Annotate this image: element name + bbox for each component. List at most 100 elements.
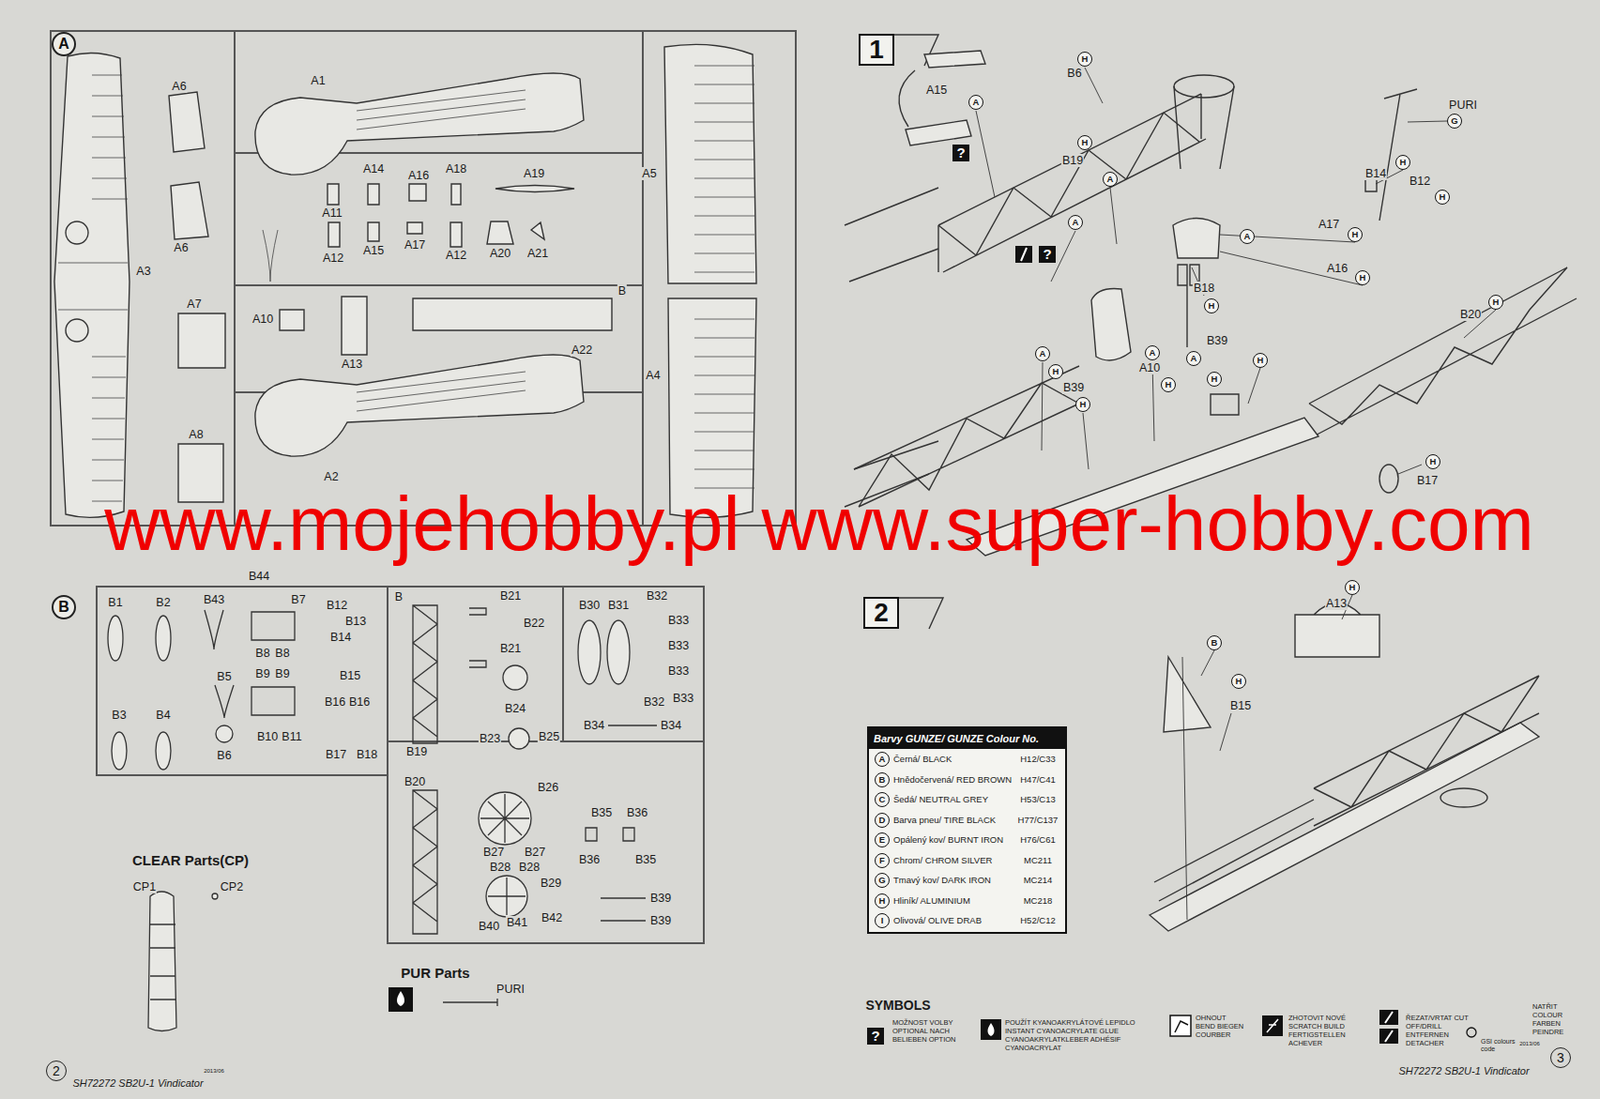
footer-text: SH72272 SB2U-1 Vindicator: [72, 1077, 203, 1089]
colour-table-cell: Černá/ BLACK: [893, 753, 952, 765]
part-number: B28: [518, 860, 541, 874]
sprue-a-parts: [54, 44, 757, 518]
part-number: B15: [338, 669, 362, 683]
fuselage-hatching: [356, 90, 526, 412]
paint-callout: G: [1447, 113, 1463, 129]
part-number: A2: [322, 470, 339, 484]
canopy-frames: [150, 924, 176, 1000]
paint-callout: I: [874, 913, 890, 929]
part-number: B2: [154, 595, 171, 610]
pur-part: [442, 998, 498, 1006]
part-number: B6: [215, 748, 232, 762]
part-number: B39: [1062, 380, 1085, 395]
tank-part: [111, 731, 127, 770]
date-code: 2013/06: [1519, 1040, 1540, 1047]
step-number-box: 1: [858, 33, 895, 66]
ring-part: [508, 728, 530, 749]
part-number: B14: [1364, 167, 1387, 181]
optional-icon: ?: [1038, 245, 1056, 263]
part-number: A10: [251, 312, 275, 326]
paint-callout: C: [874, 792, 890, 808]
part-number: B20: [403, 775, 427, 789]
part-number: B23: [478, 731, 502, 746]
part-number: B18: [1192, 281, 1216, 295]
symbol-description: NATŘIT COLOUR FARBEN PEINDRE: [1532, 1002, 1587, 1037]
canopy-part: [148, 891, 177, 1032]
part-number: A16: [407, 168, 430, 183]
paint-callout: H: [1488, 294, 1504, 310]
assembled-floor: [1149, 722, 1540, 931]
part-number: B8: [254, 646, 271, 660]
part-number: B18: [355, 747, 379, 762]
colour-table-cell: Hnědočervená/ RED BROWN: [893, 774, 1012, 786]
section-heading: PUR Parts: [400, 964, 470, 981]
panel-lines: [58, 65, 755, 502]
paint-callout: G: [874, 872, 890, 888]
part-number: B11: [280, 730, 303, 744]
part-number: B25: [537, 730, 561, 744]
ring-part: [215, 725, 233, 743]
footer-text: SH72272 SB2U-1 Vindicator: [1398, 1065, 1529, 1077]
part-number: CP1: [132, 880, 157, 894]
part-number: B9: [274, 667, 290, 681]
symbol-description: ŘEZAT/VRTAT CUT OFF/DRILL ENTFERNEN DETA…: [1405, 1013, 1472, 1048]
fork-part: [204, 609, 234, 718]
paint-callout: A: [1186, 350, 1202, 366]
sprue-letter: B: [51, 594, 77, 620]
wing-part: [664, 44, 757, 284]
bend-icon: [1170, 1015, 1191, 1037]
small-part: [327, 183, 545, 247]
part-number: B12: [1408, 174, 1432, 188]
seat: [1091, 289, 1131, 362]
paint-callout: H: [1252, 352, 1268, 368]
part-number: B39: [649, 891, 672, 905]
paint-callout: H: [1395, 154, 1411, 170]
fuselage-half: [255, 354, 584, 457]
paint-callout: H: [1048, 364, 1064, 380]
table-title: Barvy GUNZE/ GUNZE Colour No.: [868, 728, 1066, 749]
colour-table-cell: H47/C41: [1020, 774, 1056, 786]
colour-table-cell: Šedá/ NEUTRAL GREY: [893, 793, 989, 806]
colour-table-cell: H76/C61: [1020, 834, 1056, 846]
part-number: A14: [362, 162, 385, 176]
part-number: B13: [344, 614, 367, 628]
colour-table-cell: H52/C12: [1020, 914, 1056, 927]
part-number: A16: [1325, 261, 1349, 275]
bend-arrow: [1174, 1020, 1189, 1033]
symbol-description: ZHOTOVIT NOVÉ SCRATCH BUILD FERTIGSTELLE…: [1288, 1013, 1357, 1048]
part-number: B39: [649, 914, 672, 928]
part-number: A22: [570, 343, 594, 357]
colour-table-cell: Chrom/ CHROM SILVER: [893, 854, 992, 867]
part-number: B6: [1066, 66, 1082, 80]
propeller-part: [495, 185, 575, 193]
cut-icon-mark: [1020, 247, 1027, 261]
symbol-description: GSI colours code: [1480, 1037, 1517, 1053]
colour-table-cell: H53/C13: [1020, 793, 1056, 806]
part-number: B33: [671, 691, 695, 705]
part-number: B: [617, 284, 627, 298]
paint-callout: H: [1355, 270, 1371, 286]
page-number: 2: [52, 1064, 61, 1078]
optional-icon: ?: [867, 1027, 884, 1045]
part-number: B32: [645, 589, 669, 603]
part-number: B42: [540, 911, 564, 925]
part-number: B17: [324, 747, 348, 762]
page-number-circle: 3: [1550, 1047, 1571, 1068]
part-number: B39: [1205, 334, 1229, 348]
truss-part: [412, 605, 438, 934]
paint-callout: D: [874, 812, 890, 828]
paint-callout: A: [968, 94, 984, 110]
frame-part: [1163, 656, 1211, 732]
colour-icon: [1466, 1027, 1477, 1037]
sprue-b-parts: [107, 605, 657, 1032]
part-number: B3: [110, 708, 127, 722]
colour-table-cell: H77/C137: [1018, 814, 1059, 826]
symbol-description: OHNOUT BEND BIEGEN COURBER: [1195, 1013, 1245, 1039]
paint-callout: H: [1077, 135, 1093, 151]
paint-callout: H: [874, 893, 890, 909]
symbol-description: MOŽNOST VOLBY OPTIONAL NACH BELIEBEN OPT…: [892, 1018, 960, 1044]
part-number: B21: [499, 641, 522, 656]
fuselage-truss: [938, 93, 1206, 273]
paint-callout: A: [1067, 214, 1083, 230]
part-number: A5: [640, 167, 657, 181]
